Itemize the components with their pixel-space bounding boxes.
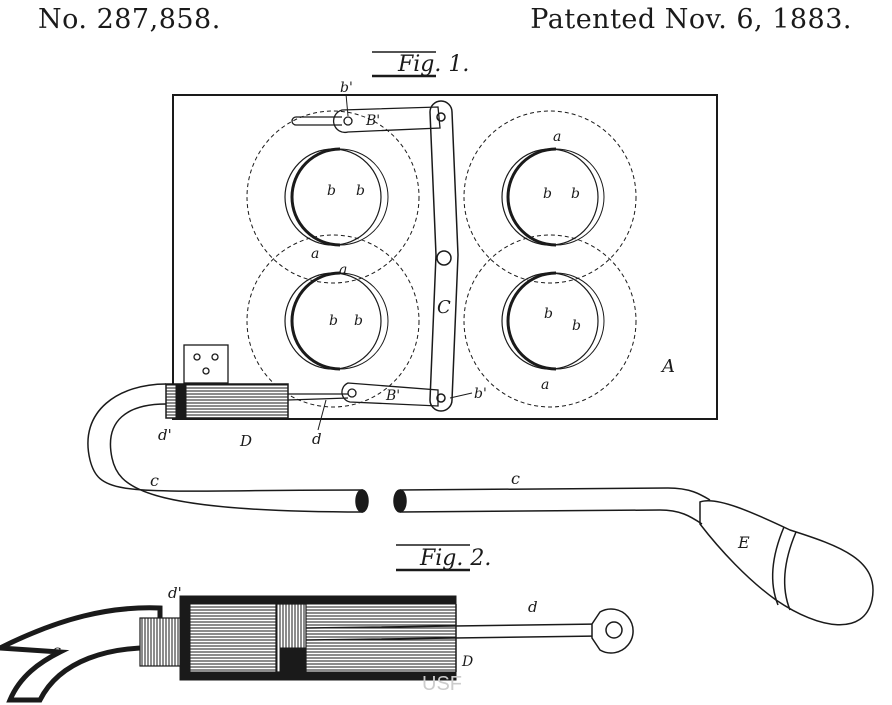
label-c-right: c: [511, 469, 520, 488]
svg-text:b: b: [356, 183, 365, 199]
label-E: E: [737, 533, 750, 552]
disc-top-left: [246, 110, 420, 284]
upper-arm: [291, 106, 441, 134]
label-d-fig2: d: [528, 598, 538, 616]
fig2-title: Fig. 2.: [396, 544, 491, 572]
bulb-E: [699, 500, 874, 626]
label-A: A: [660, 356, 675, 377]
svg-text:b: b: [544, 306, 553, 322]
label-d-prime-fig2: d': [168, 584, 182, 602]
disc-bottom-right: [463, 234, 637, 408]
svg-text:a: a: [553, 129, 561, 145]
label-c-left: c: [150, 471, 159, 490]
disc-bottom-left: [246, 234, 420, 408]
svg-text:b: b: [572, 318, 581, 334]
fig2-hose: [0, 605, 163, 703]
label-C: C: [437, 297, 451, 318]
label-B-prime-bottom: B': [385, 388, 400, 404]
label-c-fig2: c: [52, 641, 61, 660]
fig1-title: Fig. 1.: [372, 51, 469, 78]
lower-arm: [341, 382, 439, 407]
base-plate: [172, 94, 718, 420]
svg-text:Fig. 1.: Fig. 1.: [397, 52, 469, 77]
label-d-prime: d': [158, 426, 172, 444]
disc-top-right: [463, 110, 637, 284]
lever-C: [429, 100, 459, 412]
tube-c: [87, 383, 711, 525]
label-B-prime-top: B': [365, 113, 380, 129]
label-D-fig2: D: [461, 654, 473, 670]
fig2-cylinder: [139, 595, 634, 681]
svg-text:b: b: [543, 186, 552, 202]
patent-date: Patented Nov. 6, 1883.: [530, 4, 852, 35]
svg-text:a: a: [311, 246, 319, 262]
watermark: USF: [422, 673, 462, 695]
svg-text:b: b: [354, 313, 363, 329]
svg-text:a: a: [541, 377, 549, 393]
svg-text:b: b: [327, 183, 336, 199]
label-D: D: [239, 432, 252, 450]
label-d: d: [312, 430, 322, 448]
svg-text:b: b: [571, 186, 580, 202]
disc-groups: [246, 110, 637, 408]
cylinder-D: [165, 383, 349, 419]
svg-text:b: b: [329, 313, 338, 329]
patent-number: No. 287,858.: [38, 4, 221, 35]
svg-text:Fig. 2.: Fig. 2.: [419, 546, 491, 571]
label-b-prime-bottom: b': [474, 386, 487, 402]
label-b-prime-top: b': [340, 80, 353, 96]
disc-labels: b b b b b b b b a a a a: [311, 129, 581, 393]
svg-text:a: a: [339, 262, 347, 278]
bracket-plate: [183, 344, 229, 384]
